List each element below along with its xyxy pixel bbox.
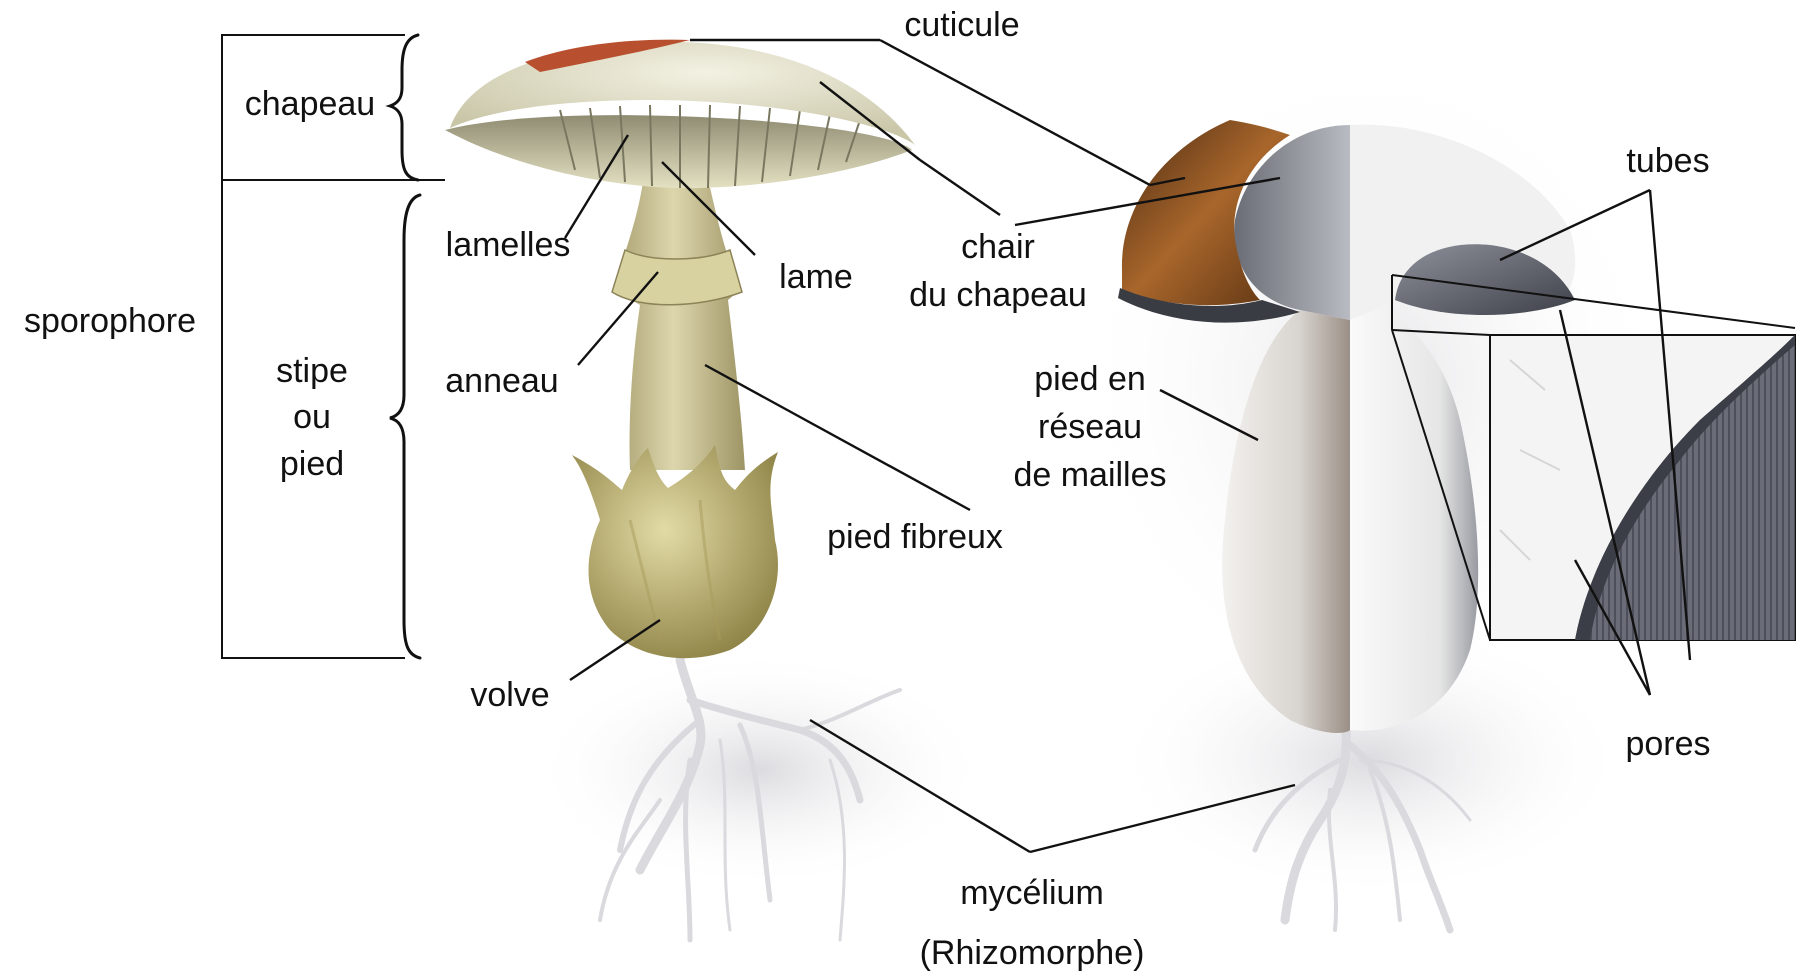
label-anneau: anneau [445, 362, 558, 400]
stipe-brace [390, 195, 420, 658]
label-pied-reseau-line1: pied en [1034, 360, 1146, 398]
label-chapeau: chapeau [245, 85, 375, 123]
label-pores: pores [1625, 725, 1710, 763]
label-cuticule: cuticule [904, 6, 1019, 44]
label-pied-reseau-line2: réseau [1038, 408, 1142, 446]
label-tubes: tubes [1626, 142, 1709, 180]
sporophore-frame [222, 35, 445, 658]
label-pied-fibreux: pied fibreux [827, 518, 1003, 556]
label-rhizomorphe: (Rhizomorphe) [920, 934, 1145, 972]
chapeau-brace [390, 35, 418, 180]
label-chair-line1: chair [961, 228, 1035, 266]
label-stipe-line2: ou [293, 398, 331, 436]
label-stipe-line1: stipe [276, 352, 348, 390]
label-stipe-line3: pied [280, 445, 344, 483]
label-sporophore: sporophore [24, 302, 196, 340]
left-stipe [615, 165, 745, 470]
label-volve: volve [470, 676, 549, 714]
label-mycelium: mycélium [960, 874, 1104, 912]
label-pied-reseau-line3: de mailles [1013, 456, 1166, 494]
left-volva [572, 445, 778, 658]
label-chair-line2: du chapeau [909, 276, 1087, 314]
label-lame: lame [779, 258, 853, 296]
label-lamelles: lamelles [446, 226, 571, 264]
